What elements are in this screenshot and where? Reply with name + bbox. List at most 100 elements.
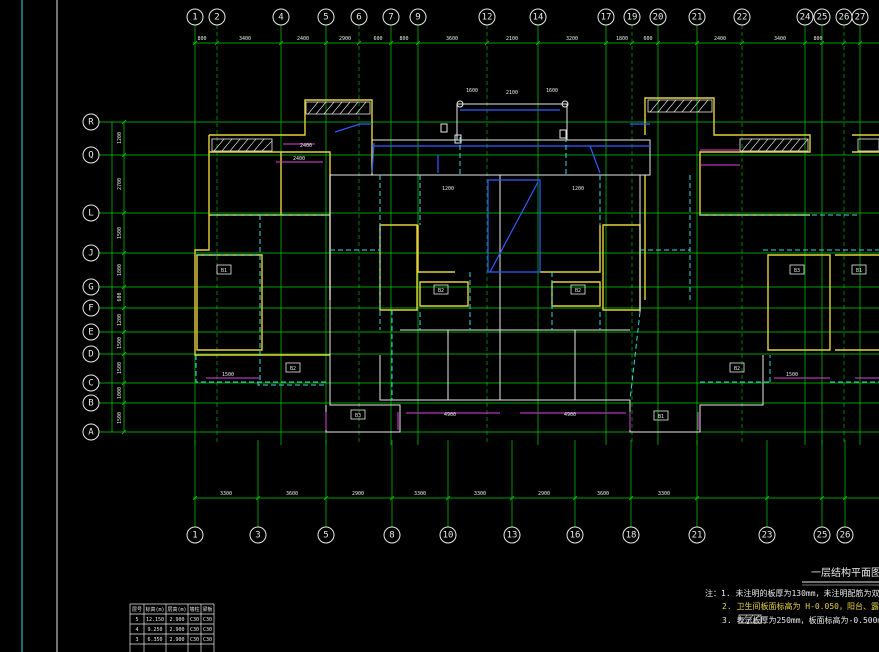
room-tag-box — [851, 264, 867, 275]
table-cell: 12.150 — [146, 617, 164, 623]
axis-bubble-bottom-16-circle — [566, 526, 584, 544]
dim-tick-side — [121, 284, 127, 290]
dim-tick-side — [121, 329, 127, 335]
axis-bubble-top-27: 27 — [851, 8, 869, 26]
dim-tick-top — [819, 40, 825, 46]
table-header-cell: 标高(m) — [145, 606, 164, 613]
axis-bubble-row-C: C — [82, 374, 100, 392]
elevator-shaft — [487, 179, 541, 273]
hatch-slab-left — [211, 101, 371, 152]
room-tag-label: B1 — [856, 268, 862, 274]
axis-bubble-row-D-circle — [82, 345, 100, 363]
hatch-slab-right — [647, 99, 879, 152]
top-dimension-text: 800 — [197, 36, 206, 42]
axis-bubble-top-25-circle — [813, 8, 831, 26]
inner-dimension-label: 4900 — [444, 412, 456, 418]
inner-dimension-label: 1200 — [572, 186, 584, 192]
top-dimension-text: 2400 — [714, 36, 726, 42]
top-dimension-text: 3200 — [566, 36, 578, 42]
axis-bubble-row-D: D — [82, 345, 100, 363]
dim-tick-side — [121, 250, 127, 256]
axis-bubble-top-27-circle — [851, 8, 869, 26]
dim-tick-top — [484, 40, 490, 46]
axis-bubble-bottom-13-label: 13 — [507, 531, 518, 541]
dim-tick-top — [739, 40, 745, 46]
dim-tick-top — [694, 40, 700, 46]
top-dimension-text: 2900 — [339, 36, 351, 42]
dim-tick-top — [192, 40, 198, 46]
dim-tick-bottom — [323, 495, 329, 501]
side-dimension-text: 1500 — [117, 337, 123, 349]
axis-bubble-row-A-label: A — [88, 428, 94, 438]
room-tag-label: B1 — [658, 414, 664, 420]
table-cell: 2.900 — [169, 637, 184, 643]
dim-tick-bottom — [509, 495, 515, 501]
axis-bubble-top-14: 14 — [529, 8, 547, 26]
axis-bubble-bottom-8: 8 — [383, 526, 401, 544]
top-dimension-text: 2100 — [506, 36, 518, 42]
top-dimension-text: 3400 — [774, 36, 786, 42]
inner-dimension-label: 1500 — [222, 372, 234, 378]
axis-bubble-bottom-25-circle — [813, 526, 831, 544]
notes: 注：1. 未注明的板厚为130mm，未注明配筋为双层双向8@12. 卫生间板面标… — [705, 588, 879, 625]
dim-tick-side — [121, 152, 127, 158]
axis-bubble-row-J: J — [82, 244, 100, 262]
axis-bubble-bottom-18-label: 18 — [626, 531, 637, 541]
axis-bubble-top-12-circle — [478, 8, 496, 26]
axis-bubble-top-1: 1 — [186, 8, 204, 26]
room-tag-box — [729, 362, 745, 373]
axis-bubble-top-21-label: 21 — [692, 13, 703, 23]
top-dimension-text: 2400 — [297, 36, 309, 42]
walls — [194, 97, 879, 433]
room-tag-label: B1 — [221, 268, 227, 274]
dim-tick-top — [278, 40, 284, 46]
table-cell: 4 — [135, 627, 138, 633]
axis-bubble-top-9-label: 9 — [415, 13, 420, 23]
top-dimension-text: 3400 — [239, 36, 251, 42]
axis-bubble-top-14-circle — [529, 8, 547, 26]
room-tag-label: B2 — [575, 288, 581, 294]
dim-tick-side — [121, 351, 127, 357]
table-header-cell: 层号 — [132, 607, 142, 613]
wall-room-right — [767, 134, 879, 351]
axis-bubble-row-E: E — [82, 323, 100, 341]
table-header-cell: 层高(m) — [167, 606, 186, 613]
axis-bubble-top-9-circle — [409, 8, 427, 26]
axis-bubble-top-21: 21 — [688, 8, 706, 26]
bottom-dimension-text: 2900 — [352, 491, 364, 497]
axis-bubble-top-9: 9 — [409, 8, 427, 26]
axis-bubble-top-14-label: 14 — [533, 13, 544, 23]
axis-bubble-row-B: B — [82, 394, 100, 412]
inner-dimension-label: 4900 — [564, 412, 576, 418]
side-dimension-text: 1000 — [117, 387, 123, 399]
axis-bubble-top-5-circle — [317, 8, 335, 26]
wall-outline-right — [644, 97, 811, 300]
axis-bubble-row-L-circle — [82, 204, 100, 222]
axis-bubble-top-4: 4 — [272, 8, 290, 26]
table-cell: C30 — [190, 627, 199, 633]
axis-bubble-row-E-circle — [82, 323, 100, 341]
axis-bubble-top-25: 25 — [813, 8, 831, 26]
axis-bubble-bottom-10-circle — [439, 526, 457, 544]
top-dimension-text: 800 — [813, 36, 822, 42]
axis-bubble-top-2-circle — [208, 8, 226, 26]
dim-tick-side — [121, 305, 127, 311]
top-dimension-text: 600 — [643, 36, 652, 42]
dim-tick-bottom — [572, 495, 578, 501]
axis-bubble-top-19: 19 — [623, 8, 641, 26]
top-dimension-text: 600 — [373, 36, 382, 42]
column-markers — [440, 100, 569, 144]
room-tag-label: B2 — [290, 366, 296, 372]
side-dimension-text: 1200 — [117, 132, 123, 144]
wall-inner-left — [209, 151, 331, 300]
table-cell: C30 — [190, 637, 199, 643]
table-cell: 3 — [135, 637, 138, 643]
dim-tick-top — [323, 40, 329, 46]
axis-bubble-top-24: 24 — [796, 8, 814, 26]
table-header-cell: 梁板 — [202, 606, 212, 613]
axis-bubble-bottom-23-label: 23 — [762, 531, 773, 541]
table-cell: 9.250 — [147, 627, 162, 633]
dim-tick-top — [802, 40, 808, 46]
